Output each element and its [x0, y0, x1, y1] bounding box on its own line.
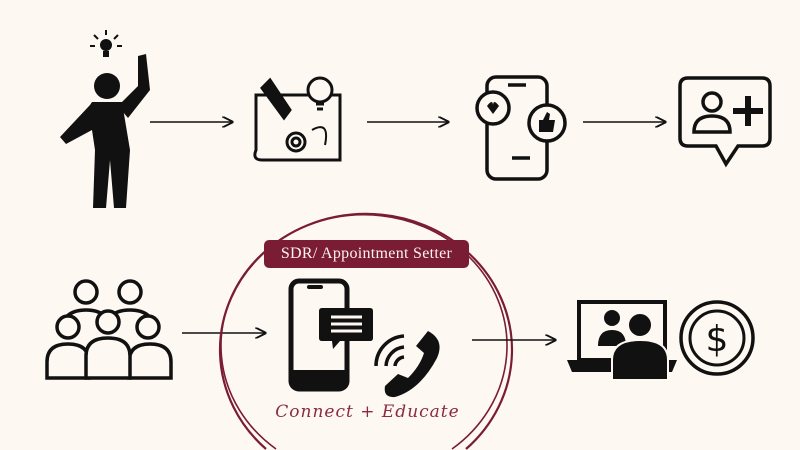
video-meeting-icon — [567, 300, 677, 381]
thumbs-up-icon — [539, 112, 555, 132]
heart-icon — [487, 102, 499, 114]
svg-text:$: $ — [706, 319, 729, 360]
lightbulb-icon — [90, 30, 122, 57]
audience-group-icon — [45, 279, 173, 380]
new-lead-icon — [678, 76, 772, 168]
sdr-highlight-circle — [218, 212, 514, 450]
phone-handset-icon — [374, 331, 440, 398]
blueprint-plan-icon — [253, 76, 342, 162]
social-phone-icon — [475, 75, 567, 181]
dollar-coin-icon: $ — [679, 300, 755, 376]
role-label: SDR/ Appointment Setter — [264, 240, 469, 268]
role-caption: Connect + Educate — [275, 402, 460, 422]
sdr-phone-chat-icon — [288, 278, 440, 398]
idea-person-icon — [60, 30, 150, 208]
